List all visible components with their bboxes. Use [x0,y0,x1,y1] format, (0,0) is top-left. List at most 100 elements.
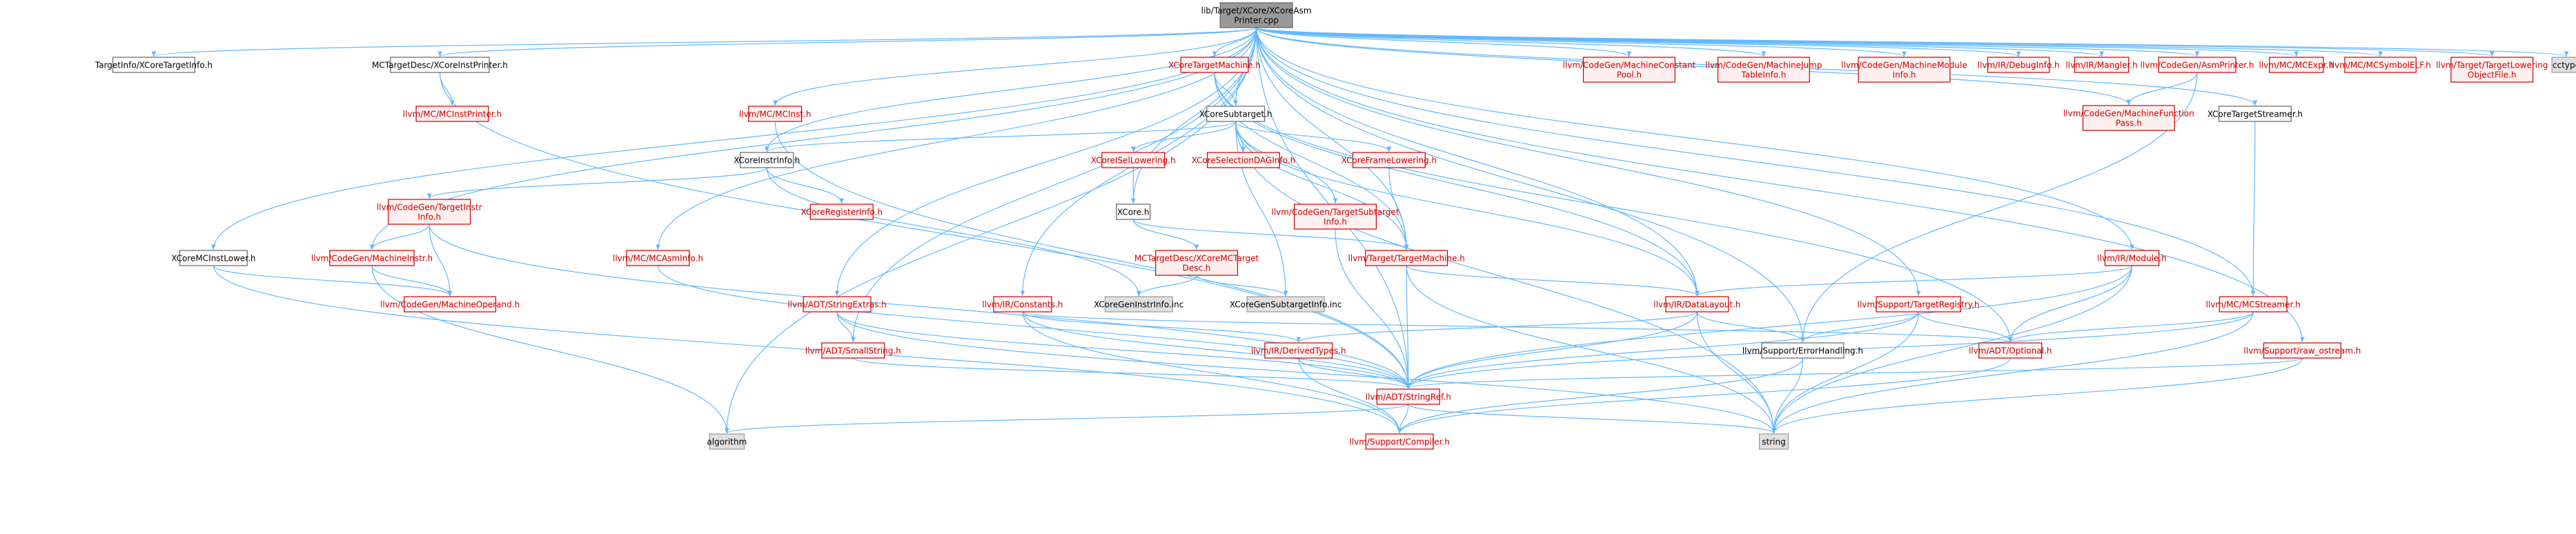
node-tsi-label: llvm/CodeGen/TargetSubtarget [1272,208,1399,217]
node-optional-box [1978,342,2043,359]
edge-root-to-mangler [1255,27,2104,57]
node-mmi-label: Info.h [1893,70,1916,80]
edge-root-to-algorithm [725,27,1257,434]
node-datalayout[interactable]: llvm/IR/DataLayout.h [1653,296,1741,313]
edge-root-to-module [1255,27,2134,250]
node-rawostream-label: llvm/Support/raw_ostream.h [2243,346,2361,356]
node-cctype[interactable]: cctype [2551,57,2576,73]
node-mmi-label: llvm/CodeGen/MachineModule [1841,61,1967,70]
node-instrinfo[interactable]: XCoreInstrInfo.h [734,152,800,168]
node-tii-label: Info.h [417,212,441,222]
node-geninstr[interactable]: XCoreGenInstrInfo.inc [1094,296,1183,313]
edge-stringref-to-algorithm [725,404,1409,434]
node-jumptable-box [1717,57,1810,83]
node-framelow-box [1352,152,1426,168]
edge-tii-to-minstr [369,224,430,250]
node-reginfo[interactable]: XCoreRegisterInfo.h [800,204,883,220]
node-module[interactable]: llvm/IR/Module.h [2097,250,2167,266]
edge-root-to-mfpass [1255,27,2132,106]
node-optional[interactable]: llvm/ADT/Optional.h [1969,342,2052,359]
edge-derived-to-stringref [1298,357,1411,389]
node-mcinst[interactable]: llvm/MC/MCInst.h [739,106,812,122]
edge-tii-to-moperand [429,224,453,297]
node-constants[interactable]: llvm/IR/Constants.h [982,296,1063,313]
node-algorithm[interactable]: algorithm [707,433,747,450]
node-debuginfo-box [1987,57,2050,73]
node-mcasminfo[interactable]: llvm/MC/MCAsmInfo.h [613,250,703,266]
edge-subtarget-to-framelow [1235,121,1392,152]
node-mcsymelf[interactable]: llvm/MC/MCSymbolELF.h [2330,57,2431,73]
edge-tii-to-stringref [429,224,1411,389]
node-mfpass-box [2082,105,2175,131]
node-tti[interactable]: TargetInfo/XCoreTargetInfo.h [95,57,213,73]
node-subtarget-label: XCoreSubtarget.h [1199,110,1272,119]
edge-xtm-to-subtarget [1214,72,1238,106]
node-tsi-label: Info.h [1324,217,1347,227]
node-datalayout-label: llvm/IR/DataLayout.h [1653,300,1740,310]
node-tstreamer[interactable]: XCoreTargetStreamer.h [2208,106,2303,122]
nodes-layer: lib/Target/XCore/XCoreAsmPrinter.cppTarg… [95,2,2576,450]
node-rawostream[interactable]: llvm/Support/raw_ostream.h [2243,342,2361,359]
node-smallstring-label: llvm/ADT/SmallString.h [805,346,901,356]
node-mcinstprinter_x[interactable]: MCTargetDesc/XCoreInstPrinter.h [372,57,508,73]
node-errhandling-label: llvm/Support/ErrorHandling.h [1742,346,1863,356]
node-minstr[interactable]: llvm/CodeGen/MachineInstr.h [311,250,433,266]
node-mangler[interactable]: llvm/IR/Mangler.h [2065,57,2138,73]
node-ttm[interactable]: llvm/Target/TargetMachine.h [1348,250,1465,266]
node-gensub[interactable]: XCoreGenSubtargetInfo.inc [1230,296,1342,313]
node-isel[interactable]: XCoreISelLowering.h [1091,152,1176,168]
node-xtm[interactable]: XCoreTargetMachine.h [1168,57,1261,73]
node-errhandling[interactable]: llvm/Support/ErrorHandling.h [1742,342,1863,359]
edge-instrinfo-to-tii [426,167,767,199]
node-mcstreamer[interactable]: llvm/MC/MCStreamer.h [2206,296,2301,313]
node-cpool-label: Pool.h [1617,70,1642,80]
edge-ttm-to-stringref [1406,265,1411,389]
node-tstreamer-box [2218,106,2292,122]
node-mfpass-label: Pass.h [2116,119,2142,128]
node-targetreg[interactable]: llvm/Support/TargetRegistry.h [1858,296,1980,313]
node-mcexpr[interactable]: llvm/MC/MCExpr.h [2259,57,2334,73]
edge-root-to-rawostream [1255,27,2305,343]
node-mcinstlower[interactable]: XCoreMCInstLower.h [171,250,256,266]
node-framelow[interactable]: XCoreFrameLowering.h [1341,152,1437,168]
edge-module-to-optional [2007,265,2133,343]
node-mctdesc-label: Desc.h [1183,264,1211,273]
node-derived[interactable]: llvm/IR/DerivedTypes.h [1251,342,1346,359]
node-string[interactable]: string [1758,433,1789,450]
node-moperand[interactable]: llvm/CodeGen/MachineOperand.h [380,296,520,313]
edge-root-to-mcinstlower [211,27,1257,250]
node-seldag[interactable]: XCoreSelectionDAGInfo.h [1192,152,1296,168]
node-algorithm-box [709,433,745,450]
node-stringref[interactable]: llvm/ADT/StringRef.h [1366,388,1451,405]
node-strextras[interactable]: llvm/ADT/StringExtras.h [787,296,887,313]
node-smallstring[interactable]: llvm/ADT/SmallString.h [805,342,901,359]
node-subtarget[interactable]: XCoreSubtarget.h [1199,106,1272,122]
node-geninstr-label: XCoreGenInstrInfo.inc [1094,300,1183,310]
node-xcore[interactable]: XCore.h [1116,204,1151,220]
node-asmprinter[interactable]: llvm/CodeGen/AsmPrinter.h [2141,57,2254,73]
node-module-box [2104,250,2160,266]
node-mcasminfo-box [626,250,690,266]
node-compiler[interactable]: llvm/Support/Compiler.h [1350,433,1450,450]
edge-mcinstprinter_x-to-mcinstprinter [439,72,455,106]
node-targetreg-box [1876,296,1961,313]
node-mcinstprinter[interactable]: llvm/MC/MCInstPrinter.h [403,106,502,122]
node-root-box [1219,2,1293,28]
node-stringref-label: llvm/ADT/StringRef.h [1366,393,1451,402]
node-string-box [1758,433,1789,450]
edge-targetreg-to-optional [1918,311,2013,343]
edge-root-to-datalayout [1255,27,1700,297]
node-mctdesc-box [1155,250,1239,276]
node-debuginfo[interactable]: llvm/IR/DebugInfo.h [1978,57,2060,73]
node-tlof-box [2450,57,2534,83]
node-module-label: llvm/IR/Module.h [2097,254,2166,264]
